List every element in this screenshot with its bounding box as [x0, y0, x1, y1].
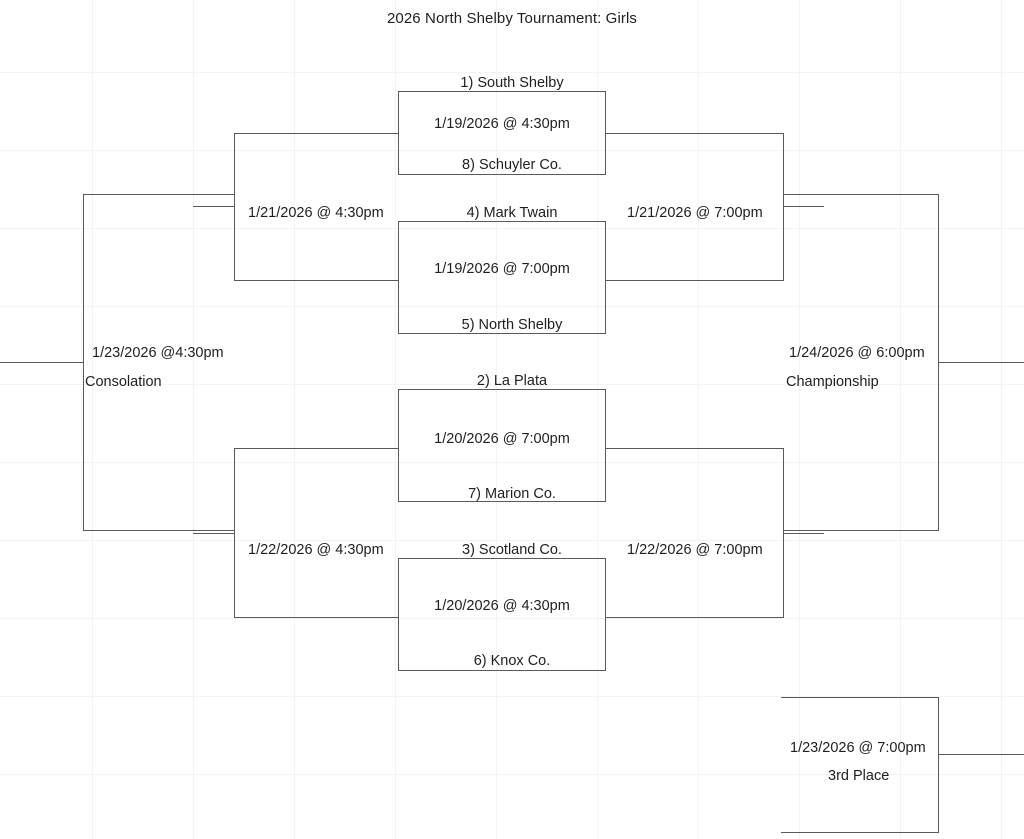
game-3-team-bottom: 7) Marion Co. — [468, 486, 556, 502]
consolation-bottom-arm — [83, 530, 234, 531]
third-place-stub — [938, 754, 1024, 755]
consolation-top-arm — [83, 194, 234, 195]
game-1-datetime: 1/19/2026 @ 4:30pm — [434, 116, 570, 132]
game-2-box — [398, 221, 606, 334]
game-2-datetime: 1/19/2026 @ 7:00pm — [434, 261, 570, 277]
championship-bottom-arm — [784, 530, 939, 531]
semifinal-right-bottom-stub — [783, 533, 824, 534]
consolation-label: Consolation — [85, 374, 162, 390]
semifinal-right-bottom-arm — [606, 280, 784, 281]
semifinal-left-top-stub — [193, 206, 234, 207]
third-place-top-arm — [781, 697, 939, 698]
game-4-datetime: 1/20/2026 @ 4:30pm — [434, 598, 570, 614]
semifinal-right-bottom-bottom-arm — [606, 617, 784, 618]
game-2-team-top: 4) Mark Twain — [466, 205, 558, 221]
championship-stub — [938, 362, 1024, 363]
consolation-datetime: 1/23/2026 @4:30pm — [92, 345, 224, 361]
semifinal-right-top-stub — [783, 206, 824, 207]
third-place-bottom-arm — [781, 832, 939, 833]
semifinal-left-bottom-stub — [193, 533, 234, 534]
consolation-stub — [0, 362, 83, 363]
semifinal-left-top-arm — [234, 133, 398, 134]
game-4-team-bottom: 6) Knox Co. — [473, 653, 551, 669]
semifinal-right-top-arm — [606, 133, 784, 134]
third-place-datetime: 1/23/2026 @ 7:00pm — [790, 740, 926, 756]
game-4-box — [398, 558, 606, 671]
semifinal-left-top-datetime: 1/21/2026 @ 4:30pm — [248, 205, 384, 221]
semifinal-left-bottom-arm — [234, 280, 398, 281]
semifinal-left-bottom-bottom-arm — [234, 617, 398, 618]
semifinal-left-top-spine — [234, 133, 235, 280]
game-3-team-top: 2) La Plata — [476, 373, 548, 389]
game-4-team-top: 3) Scotland Co. — [462, 542, 562, 558]
semifinal-right-bottom-datetime: 1/22/2026 @ 7:00pm — [627, 542, 763, 558]
game-3-datetime: 1/20/2026 @ 7:00pm — [434, 431, 570, 447]
championship-label: Championship — [786, 374, 879, 390]
consolation-spine — [83, 194, 84, 530]
semifinal-left-bottom-spine — [234, 448, 235, 617]
game-3-box — [398, 389, 606, 502]
page-title: 2026 North Shelby Tournament: Girls — [386, 10, 638, 27]
semifinal-right-bottom-spine — [783, 448, 784, 617]
third-place-spine — [938, 697, 939, 832]
semifinal-right-bottom-top-arm — [606, 448, 784, 449]
game-1-box — [398, 91, 606, 175]
championship-top-arm — [784, 194, 939, 195]
semifinal-right-top-datetime: 1/21/2026 @ 7:00pm — [627, 205, 763, 221]
third-place-label: 3rd Place — [828, 768, 890, 784]
game-1-team-bottom: 8) Schuyler Co. — [462, 157, 562, 173]
championship-datetime: 1/24/2026 @ 6:00pm — [789, 345, 925, 361]
semifinal-left-bottom-datetime: 1/22/2026 @ 4:30pm — [248, 542, 384, 558]
game-1-team-top: 1) South Shelby — [460, 75, 564, 91]
game-2-team-bottom: 5) North Shelby — [461, 317, 563, 333]
semifinal-left-bottom-top-arm — [234, 448, 398, 449]
